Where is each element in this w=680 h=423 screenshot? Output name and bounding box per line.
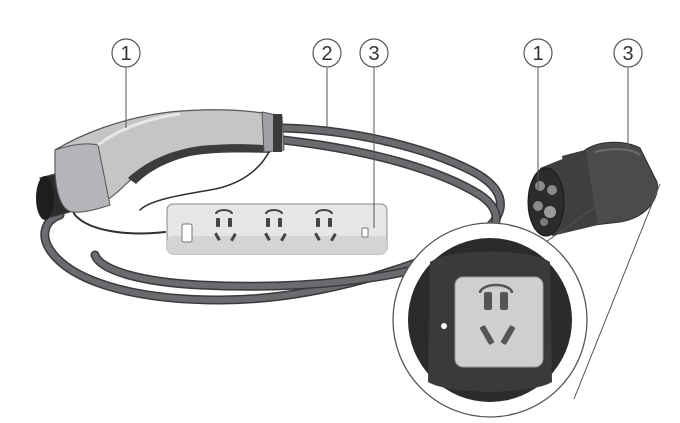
callout-label: 3 (622, 43, 633, 65)
adapter (527, 141, 658, 237)
charger-handle (36, 109, 285, 220)
callout-1-handle: 1 (111, 38, 141, 128)
strip-socket (214, 209, 237, 242)
callout-2-cable: 2 (312, 38, 342, 128)
socket-face (441, 276, 544, 368)
magnifier (392, 183, 661, 418)
callout-3-socket: 3 (359, 38, 389, 228)
callout-3-adapter: 3 (613, 38, 643, 150)
callout-1-adapter: 1 (523, 38, 553, 190)
callout-label: 3 (368, 43, 379, 65)
callout-label: 1 (120, 43, 131, 65)
strip-socket (264, 209, 287, 242)
callout-label: 2 (321, 43, 332, 65)
power-strip (166, 203, 388, 255)
strip-socket (314, 209, 337, 242)
callout-label: 1 (532, 43, 543, 65)
